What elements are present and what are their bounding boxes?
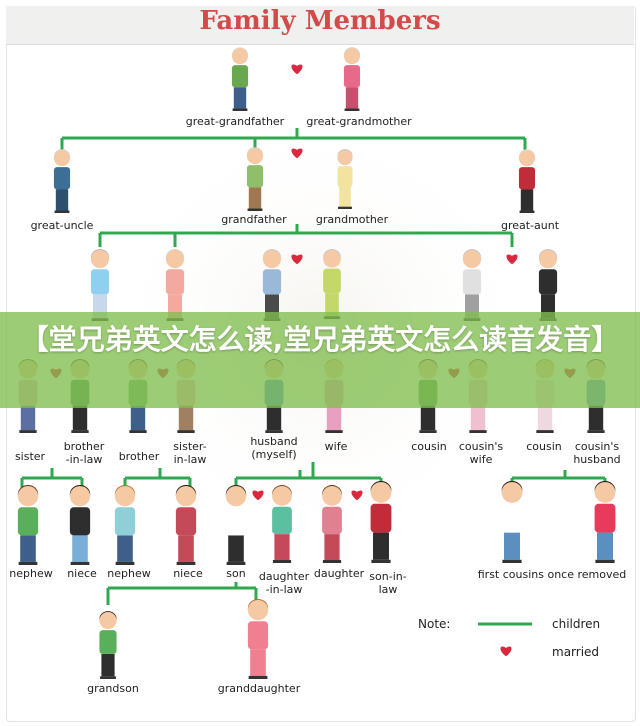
figure-parent-4 (323, 249, 341, 319)
figure-parent-5 (462, 249, 482, 321)
figure-son (225, 484, 247, 565)
label-first-cousins-once-removed: first cousins once removed (477, 568, 627, 581)
figure-great-aunt (518, 149, 536, 213)
title-bar (6, 6, 634, 45)
legend-heart-icon (500, 646, 512, 657)
label-nephew-1: nephew (9, 567, 53, 580)
overlay-banner (0, 312, 640, 408)
figure-parent-6 (538, 249, 558, 321)
figure-great-uncle (53, 149, 71, 213)
figure-first-cousin-once-removed-2 (594, 480, 616, 563)
heart-parents-2 (506, 254, 518, 265)
figure-great-grandfather (231, 47, 249, 111)
label-niece-1: niece (67, 567, 97, 580)
label-great-aunt: great-aunt (500, 219, 560, 232)
label-grandson: grandson (87, 682, 139, 695)
legend-note: Note: (418, 617, 451, 631)
heart-daughter (351, 490, 363, 501)
label-cousin-2: cousin (526, 440, 562, 453)
label-grandmother: grandmother (315, 213, 389, 226)
label-son-in-law: son-in- law (369, 570, 407, 596)
figure-grandson (99, 611, 117, 679)
figure-first-cousin-once-removed-1 (501, 480, 523, 563)
label-daughter: daughter (313, 567, 365, 580)
figure-great-grandmother (343, 47, 361, 111)
label-granddaughter: granddaughter (217, 682, 301, 695)
figure-parent-3 (262, 249, 282, 321)
label-great-grandmother: great-grandmother (306, 115, 412, 128)
heart-son (252, 490, 264, 501)
figure-niece-1 (69, 484, 91, 565)
figure-niece-2 (175, 484, 197, 565)
label-great-uncle: great-uncle (30, 219, 94, 232)
label-cousins-wife: cousin's wife (458, 440, 504, 466)
figure-granddaughter (247, 598, 269, 679)
legend-children-label: children (552, 617, 601, 631)
figure-daughter (322, 485, 342, 563)
figure-son-in-law (370, 480, 392, 563)
label-brother: brother (118, 450, 160, 463)
label-sister-in-law: sister- in-law (173, 440, 207, 466)
figure-grandfather (246, 147, 264, 211)
figure-nephew-2 (114, 484, 136, 565)
banner-text: 【堂兄弟英文怎么读,堂兄弟英文怎么读音发音】 (20, 323, 620, 356)
label-cousin-1: cousin (411, 440, 447, 453)
page-title: Family Members (199, 6, 441, 36)
legend-married-label: married (552, 645, 600, 659)
children-connectors (20, 128, 607, 605)
label-niece-2: niece (173, 567, 203, 580)
label-nephew-2: nephew (107, 567, 151, 580)
heart-grandparents (291, 148, 303, 159)
label-son: son (226, 567, 246, 580)
label-sister: sister (14, 450, 46, 463)
figure-parent-2 (165, 249, 185, 321)
label-grandfather: grandfather (221, 213, 287, 226)
figure-grandmother (337, 149, 353, 209)
figure-parent-1 (90, 249, 110, 321)
heart-parents-1 (291, 254, 303, 265)
label-husband-myself: husband (myself) (250, 435, 298, 461)
figure-nephew-1 (17, 484, 39, 565)
label-brother-in-law: brother -in-law (63, 440, 105, 466)
label-great-grandfather: great-grandfather (185, 115, 285, 128)
label-wife: wife (324, 440, 348, 453)
heart-great-grandparents (291, 64, 303, 75)
label-cousins-husband: cousin's husband (573, 440, 621, 466)
label-daughter-in-law: daughter -in-law (258, 570, 310, 596)
figure-daughter-in-law (272, 485, 292, 563)
